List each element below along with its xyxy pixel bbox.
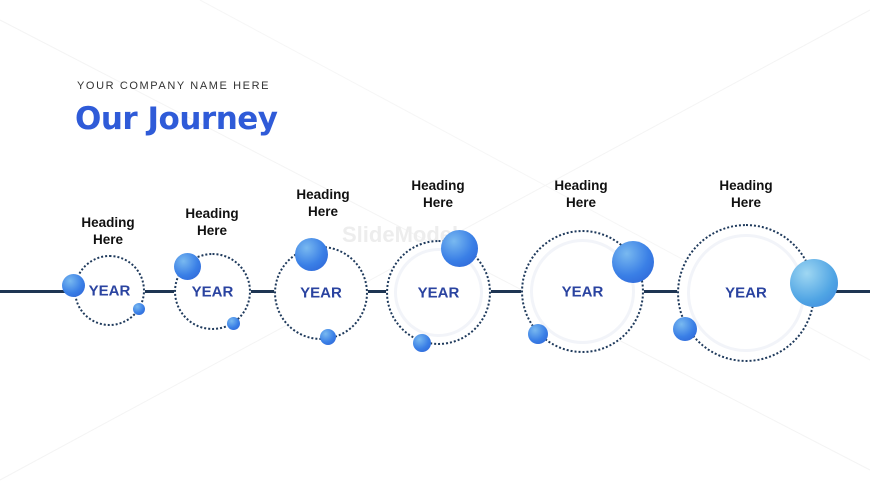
year-label: YEAR: [725, 284, 767, 302]
heading-line-2: Here: [565, 195, 597, 210]
milestone-ball: [441, 230, 478, 267]
milestone-heading: Heading Here: [526, 177, 636, 211]
milestone-ball: [62, 274, 85, 297]
company-name: YOUR COMPANY NAME HERE: [77, 80, 271, 92]
milestone-ball-small: [528, 324, 548, 344]
milestone-heading: Heading Here: [268, 186, 378, 220]
milestone-ball-small: [320, 329, 336, 345]
heading-line-1: Heading: [719, 178, 773, 193]
heading-line-2: Here: [196, 223, 228, 238]
heading-line-2: Here: [422, 195, 454, 210]
milestone-ball-small: [133, 303, 145, 315]
heading-line-1: Heading: [554, 178, 608, 193]
inner-ring: [530, 239, 635, 344]
milestone-ball-small: [227, 317, 240, 330]
year-label: YEAR: [191, 283, 234, 300]
heading-line-1: Heading: [296, 187, 350, 202]
heading-line-1: Heading: [185, 206, 239, 221]
year-label: YEAR: [300, 284, 342, 302]
milestone-ball: [174, 253, 201, 280]
milestone-heading: Heading Here: [691, 177, 801, 211]
heading-line-1: Heading: [411, 178, 465, 193]
heading-line-2: Here: [307, 204, 339, 219]
milestone-heading: Heading Here: [157, 205, 267, 239]
milestone-ball-small: [673, 317, 697, 341]
year-label: YEAR: [88, 282, 131, 299]
milestone-heading: Heading Here: [53, 214, 163, 248]
inner-ring: [394, 248, 483, 337]
milestone-ball-small: [413, 334, 431, 352]
heading-line-2: Here: [92, 232, 124, 247]
heading-line-2: Here: [730, 195, 762, 210]
milestone-circle: YEAR: [74, 255, 145, 326]
milestone-ball: [295, 238, 328, 271]
heading-line-1: Heading: [81, 215, 135, 230]
year-label: YEAR: [561, 283, 604, 300]
year-label: YEAR: [417, 284, 460, 301]
page-title: Our Journey: [75, 101, 278, 137]
milestone-heading: Heading Here: [383, 177, 493, 211]
milestone-ball: [790, 259, 838, 307]
milestone-ball: [612, 241, 654, 283]
